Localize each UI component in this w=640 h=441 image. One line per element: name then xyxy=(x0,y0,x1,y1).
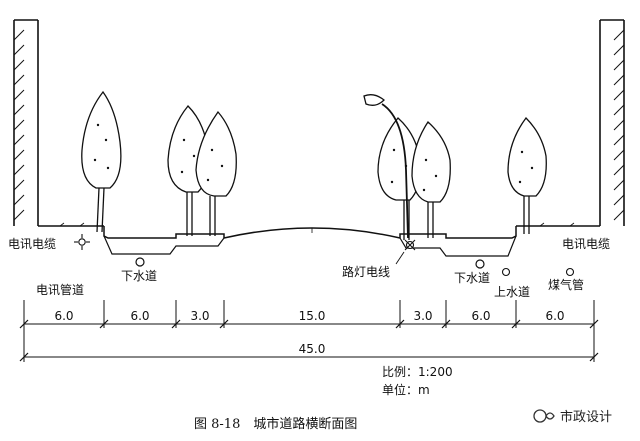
building-right xyxy=(599,19,625,226)
utility-sewer-right xyxy=(475,259,485,269)
tree-3 xyxy=(195,110,237,236)
scale-unit: 单位：m xyxy=(382,382,430,397)
dim-segment-3: 3.0 xyxy=(190,309,209,323)
utility-telecom-cable-left xyxy=(74,234,90,250)
utility-sewer-left xyxy=(135,257,145,267)
figure-caption: 图 8-18 城市道路横断面图 xyxy=(194,416,357,432)
utility-water-supply xyxy=(501,267,511,277)
tree-5 xyxy=(411,121,451,238)
label-telecom-cable-left: 电讯电缆 xyxy=(8,237,56,251)
dim-segment-1: 6.0 xyxy=(54,309,73,323)
dim-segment-6: 6.0 xyxy=(471,309,490,323)
dim-segment-4: 15.0 xyxy=(299,309,326,323)
building-left xyxy=(13,19,39,226)
dim-segment-7: 6.0 xyxy=(545,309,564,323)
watermark: 市政设计 xyxy=(533,409,612,425)
label-telecom-cable-right: 电讯电缆 xyxy=(562,237,610,251)
label-gas-pipe: 煤气管 xyxy=(548,277,584,292)
label-streetlight-cable: 路灯电线 xyxy=(342,264,390,279)
utility-gas-pipe xyxy=(565,267,575,277)
dim-segment-2: 6.0 xyxy=(130,309,149,323)
scale-ratio: 比例：1:200 xyxy=(382,365,453,379)
label-water-supply: 上水道 xyxy=(494,285,530,299)
label-telecom-duct: 电讯管道 xyxy=(36,282,84,297)
utility-streetlight-cable xyxy=(395,239,416,265)
tree-1 xyxy=(81,90,122,233)
street-lamp xyxy=(363,94,409,239)
label-sewer-left: 下水道 xyxy=(121,269,157,283)
wechat-channel-icon xyxy=(533,409,555,423)
watermark-text: 市政设计 xyxy=(560,409,612,425)
dimension-lines xyxy=(19,300,599,362)
label-sewer-right: 下水道 xyxy=(454,271,490,285)
road-profile xyxy=(38,222,600,257)
dim-total: 45.0 xyxy=(299,342,326,356)
dimension-labels: 6.0 6.0 3.0 15.0 3.0 6.0 6.0 45.0 xyxy=(54,309,564,356)
dim-segment-5: 3.0 xyxy=(413,309,432,323)
tree-6 xyxy=(507,117,547,234)
